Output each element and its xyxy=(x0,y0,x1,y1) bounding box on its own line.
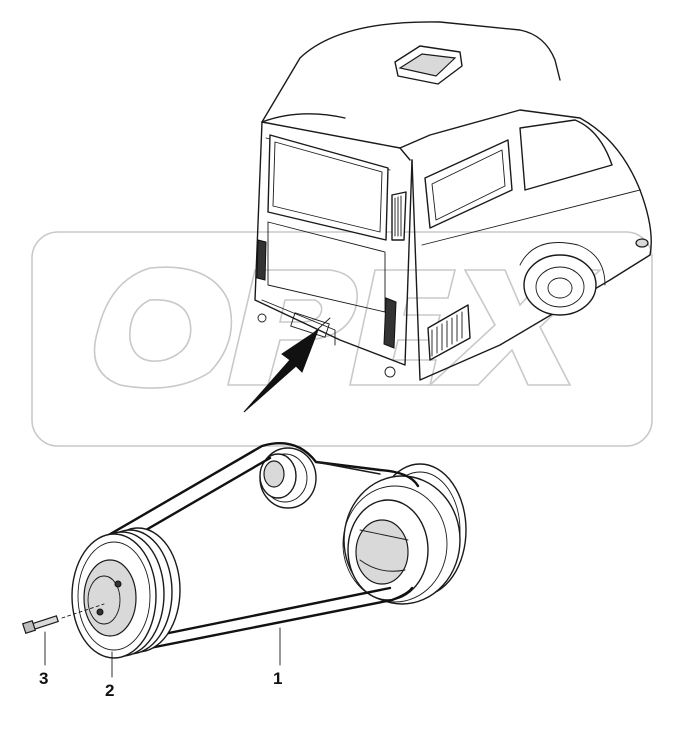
callout-3: 3 xyxy=(39,669,49,688)
bolt xyxy=(21,603,105,635)
location-arrow xyxy=(243,317,331,413)
side-engine-grille xyxy=(427,304,471,361)
rear-wheel xyxy=(519,242,606,316)
rear-vent xyxy=(391,191,407,241)
callout-1: 1 xyxy=(273,669,283,688)
callout-2: 2 xyxy=(105,681,115,700)
crankshaft-pulley xyxy=(71,527,181,659)
bus-illustration xyxy=(254,21,652,381)
pulley-assembly xyxy=(21,442,467,678)
idler-pulley xyxy=(259,447,317,509)
large-pulley xyxy=(342,463,467,605)
leader-lines xyxy=(44,627,281,678)
